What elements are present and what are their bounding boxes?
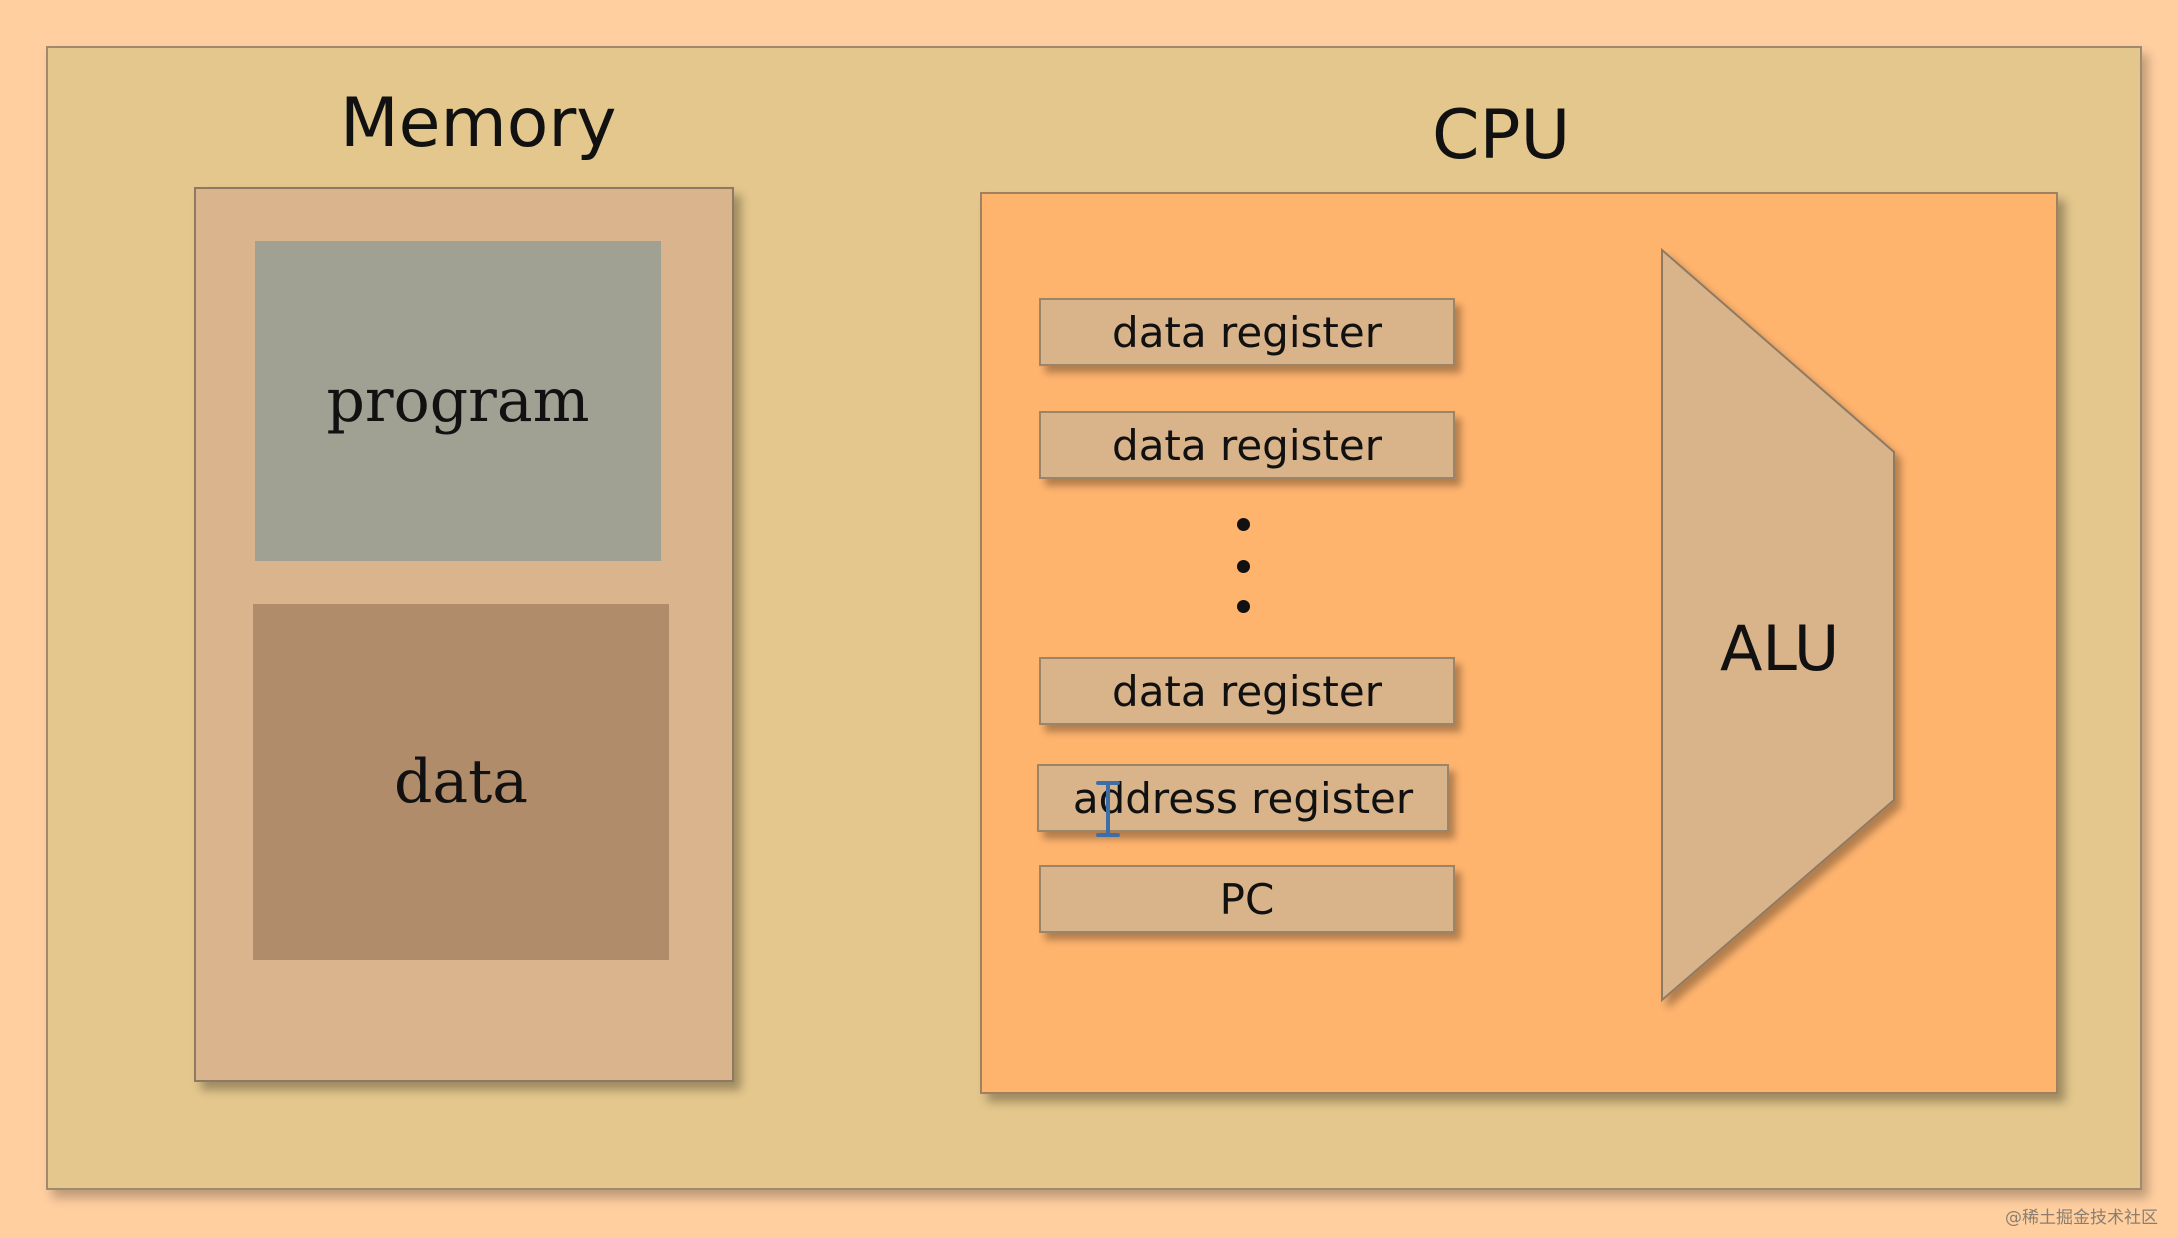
memory-title: Memory	[340, 84, 617, 163]
data-register-1: data register	[1039, 298, 1455, 366]
data-register-2: data register	[1039, 411, 1455, 479]
program-block: program	[255, 241, 661, 561]
text-cursor-icon	[1096, 781, 1120, 837]
ellipsis-dot-2	[1237, 560, 1250, 573]
watermark: @稀土掘金技术社区	[2005, 1208, 2158, 1228]
ellipsis-dot-3	[1237, 600, 1250, 613]
alu-shape	[1661, 247, 1895, 1003]
alu-label: ALU	[1720, 612, 1840, 685]
address-register: address register	[1037, 764, 1449, 832]
pc-register: PC	[1039, 865, 1455, 933]
cpu-title: CPU	[1432, 96, 1571, 175]
program-label: program	[326, 366, 590, 436]
data-label: data	[393, 747, 529, 817]
data-block: data	[253, 604, 669, 960]
data-register-3: data register	[1039, 657, 1455, 725]
ellipsis-dot-1	[1237, 518, 1250, 531]
